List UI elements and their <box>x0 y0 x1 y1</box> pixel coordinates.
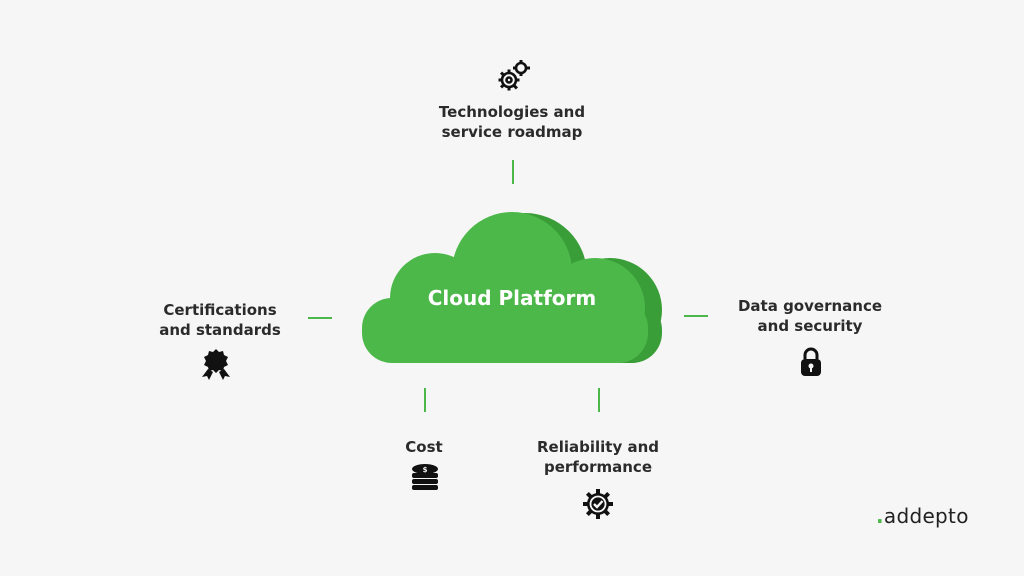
brand-dot: . <box>876 504 884 528</box>
node-certifications-line2: and standards <box>159 321 281 339</box>
svg-text:$: $ <box>423 466 428 474</box>
connector-left <box>308 317 332 319</box>
node-technologies-line2: service roadmap <box>441 123 583 141</box>
connector-right <box>684 315 708 317</box>
brand-logo: .addepto <box>876 504 969 528</box>
node-certifications-label: Certifications and standards <box>140 300 300 340</box>
node-technologies-label: Technologies and service roadmap <box>412 102 612 142</box>
node-reliability-line1: Reliability and <box>537 438 659 456</box>
node-reliability-line2: performance <box>543 458 653 476</box>
padlock-icon <box>801 347 821 376</box>
cloud-body <box>362 212 648 363</box>
check-gear-icon <box>583 489 613 519</box>
node-data-governance-label: Data governance and security <box>720 296 900 336</box>
connector-top <box>512 160 514 184</box>
node-data-governance-line2: and security <box>757 317 863 335</box>
node-data-governance-line1: Data governance <box>737 297 883 315</box>
connector-bottom-left <box>424 388 426 412</box>
brand-name: addepto <box>883 504 969 528</box>
connector-bottom-right <box>598 388 600 412</box>
cloud-title: Cloud Platform <box>427 286 597 310</box>
node-cost-line1: Cost <box>405 438 443 456</box>
coin-stack-icon: $ <box>412 464 438 490</box>
node-certifications-line1: Certifications <box>163 301 277 319</box>
node-technologies-line1: Technologies and <box>438 103 586 121</box>
gears-icon <box>498 60 530 91</box>
node-reliability-label: Reliability and performance <box>518 437 678 477</box>
award-badge-icon <box>202 349 230 380</box>
node-cost-label: Cost <box>374 437 474 457</box>
